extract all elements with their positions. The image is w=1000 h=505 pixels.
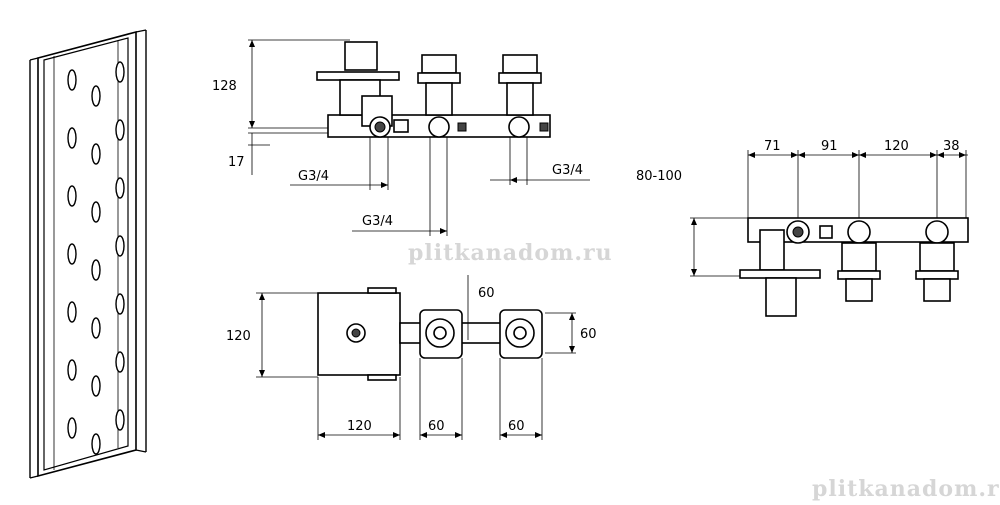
rail-slot-hole (115, 409, 125, 431)
dim-rear-38: 38 (943, 139, 960, 154)
dim-plan-60-top: 60 (478, 286, 495, 301)
rail-slot-hole (67, 243, 77, 265)
dim-rear-71: 71 (764, 139, 781, 154)
rail-slot-hole (67, 417, 77, 439)
rail-slot-hole (115, 351, 125, 373)
watermark-center: plitkanadom.ru (408, 240, 613, 266)
dim-128: 128 (212, 79, 237, 94)
plan-view: 120 60 60 120 60 60 (226, 275, 597, 440)
dim-rear-120: 120 (884, 139, 909, 154)
dim-g34-right: G3/4 (552, 163, 583, 178)
rail-slot-hole (91, 85, 101, 107)
dim-rear-80-100: 80-100 (636, 169, 682, 184)
rail-slot-hole (91, 433, 101, 455)
watermark-bottom-right: plitkanadom.ru (812, 476, 1000, 502)
rail-slot-hole (67, 301, 77, 323)
dim-plan-120-height: 120 (226, 329, 251, 344)
dim-plan-60-depth: 60 (580, 327, 597, 342)
rail-slot-hole (115, 177, 125, 199)
dim-plan-120-width: 120 (347, 419, 372, 434)
rail-slot-hole (91, 317, 101, 339)
rear-elevation-view: 71 91 120 38 80-100 (636, 139, 969, 317)
rail-slot-hole (115, 61, 125, 83)
rail-slot-hole (115, 293, 125, 315)
dim-g34-left: G3/4 (298, 169, 329, 184)
dim-g34-center: G3/4 (362, 214, 393, 229)
dim-rear-91: 91 (821, 139, 838, 154)
rail-slot-hole (67, 185, 77, 207)
rail-slot-hole (67, 359, 77, 381)
dim-plan-60-right: 60 (508, 419, 525, 434)
side-elevation-view: 128 17 G3/4 (212, 39, 590, 236)
rail-slot-hole (91, 143, 101, 165)
rail-slot-hole (115, 119, 125, 141)
rail-slot-hole (67, 127, 77, 149)
dim-plan-60-mid: 60 (428, 419, 445, 434)
rail-slot-hole (91, 259, 101, 281)
rail-slot-hole (91, 201, 101, 223)
rail-slot-hole (67, 69, 77, 91)
mounting-rail (29, 29, 147, 479)
rail-slot-hole (115, 235, 125, 257)
dim-17: 17 (228, 155, 245, 170)
rail-slot-hole (91, 375, 101, 397)
